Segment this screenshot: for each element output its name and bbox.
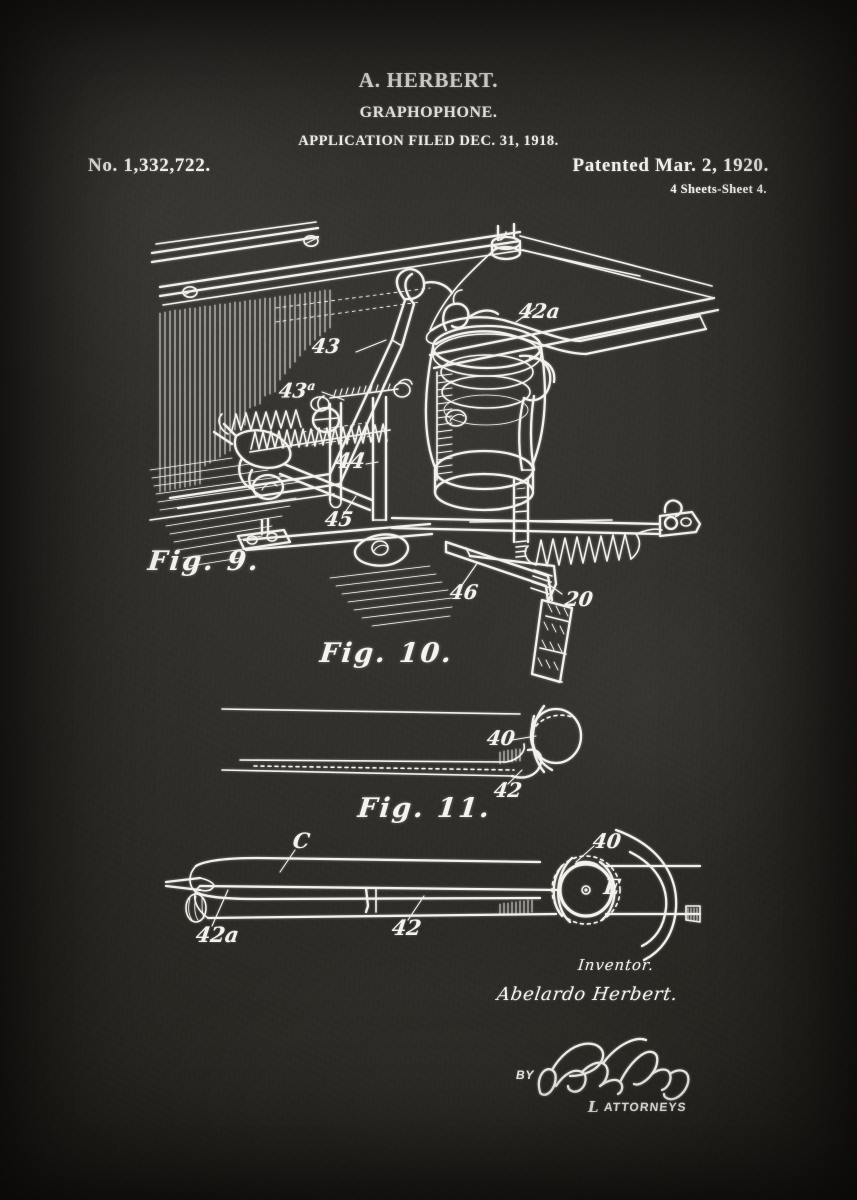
by-label: BY — [516, 1068, 535, 1082]
inventor-line: A. HERBERT. — [358, 68, 499, 92]
numeral-43: 43 — [310, 334, 342, 358]
figure-10-caption: Fig. 10. — [318, 638, 456, 669]
figure-9-caption: Fig. 9. — [146, 546, 262, 577]
upper-small-rack — [330, 380, 412, 399]
ratchet-rack-vertical — [437, 372, 452, 480]
numeral-c: C — [291, 828, 312, 853]
fig10-lever-bar — [392, 518, 660, 534]
numeral-e: E — [602, 874, 622, 899]
patent-number: No. 1,332,722. — [88, 155, 211, 176]
numeral-44: 44 — [334, 448, 367, 473]
tone-arm-42a — [426, 316, 706, 354]
attorney-mark: L — [588, 1098, 599, 1116]
numeral-20: 20 — [563, 587, 595, 611]
base-foot-plate — [238, 519, 290, 549]
upper-long-rod — [430, 236, 718, 368]
numeral-42a-bot: 42a — [194, 922, 241, 947]
numeral-42a-top: 42a — [517, 299, 562, 323]
figure-10-drawing — [222, 479, 700, 778]
inventor-label: Inventor. — [577, 956, 655, 974]
fig10-weight-bar — [532, 600, 572, 682]
figure-11-caption: Fig. 11. — [356, 793, 494, 824]
fig10-lower-rod — [222, 709, 520, 776]
lower-left-coil-spring — [219, 410, 301, 434]
numeral-40-bot: 40 — [591, 829, 623, 853]
inventor-name: Abelardo Herbert. — [495, 984, 680, 1005]
fig11-threads — [500, 900, 532, 915]
numeral-46: 46 — [448, 580, 480, 604]
fig10-eye-fitting — [660, 500, 700, 536]
sawtooth-rack-horizontal — [250, 424, 390, 452]
fig10-screw-stem-20 — [531, 570, 552, 594]
conical-mandrel — [426, 326, 545, 510]
numeral-45: 45 — [323, 507, 355, 531]
sheet-header: A. HERBERT. GRAPHOPHONE. APPLICATION FIL… — [0, 0, 857, 196]
lever-hook-loop — [397, 269, 452, 304]
numeral-43a: 43a — [277, 378, 316, 403]
attorneys-label: ATTORNEYS — [603, 1100, 688, 1114]
numeral-42-mid: 42 — [492, 778, 524, 802]
rack-screw-disc — [311, 396, 339, 432]
numeral-40-mid: 40 — [485, 726, 517, 750]
patented-date: Patented Mar. 2, 1920. — [572, 155, 769, 176]
figure-11-drawing — [166, 830, 700, 960]
numeral-43a-sup: a — [306, 378, 317, 393]
cone-strap-loop — [519, 356, 554, 470]
base-beam — [244, 524, 452, 626]
fig10-centre-post — [514, 479, 528, 557]
fig10-coil-spring — [525, 529, 662, 566]
numeral-43a-base: 43 — [277, 378, 309, 403]
sheet-info: 4 Sheets-Sheet 4. — [670, 182, 767, 196]
main-lever-43 — [170, 300, 414, 508]
numeral-42-bot: 42 — [390, 915, 423, 940]
fig11-horn-e — [606, 830, 700, 960]
signature-scrawl — [539, 1039, 688, 1099]
section-hatching-left — [150, 288, 430, 566]
leader-lines — [212, 308, 594, 926]
application-line: APPLICATION FILED DEC. 31, 1918. — [298, 133, 559, 149]
hooked-bracket — [443, 290, 498, 330]
fig11-sheath-c — [190, 858, 540, 899]
bedplate-rails — [152, 222, 523, 305]
patent-title: GRAPHOPHONE. — [359, 104, 498, 121]
fig11-tip — [166, 878, 214, 922]
fig11-bar-42 — [195, 886, 560, 918]
